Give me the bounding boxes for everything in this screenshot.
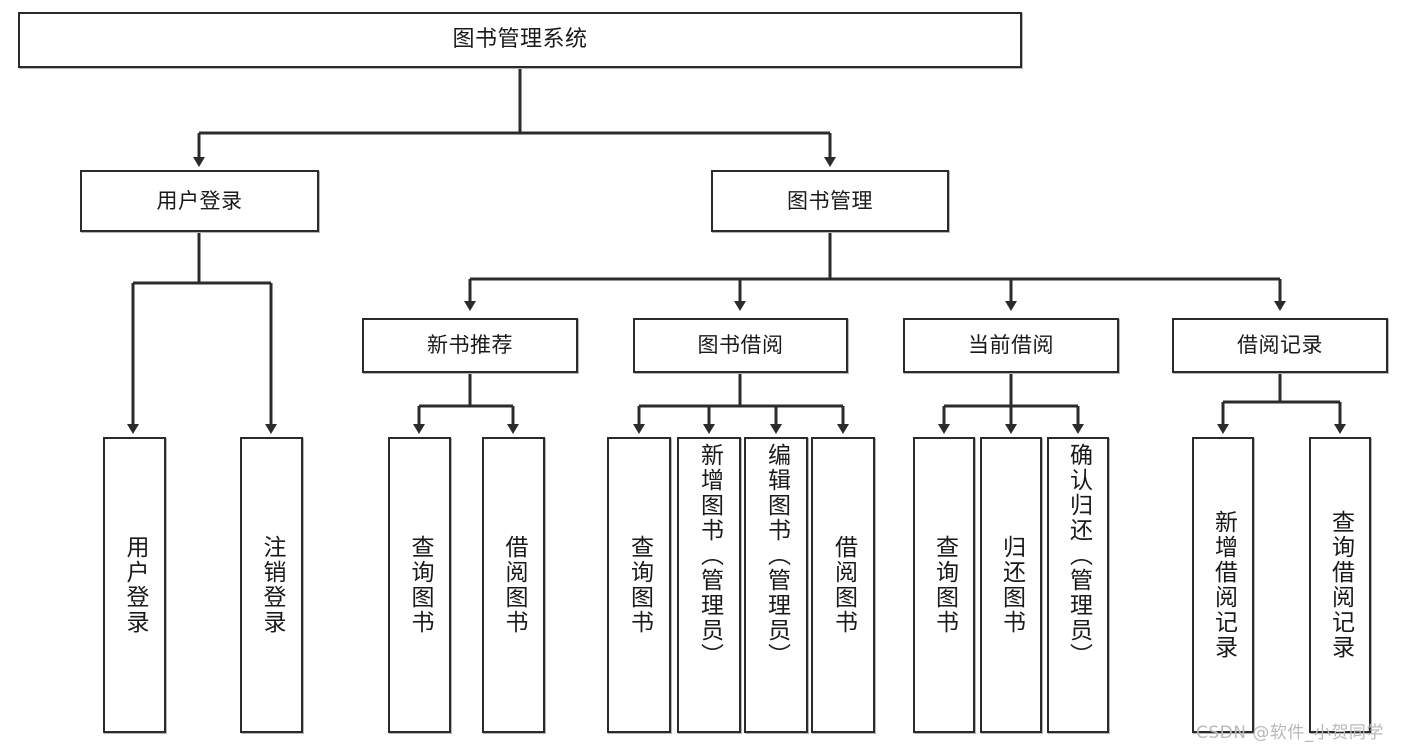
leaf-query-book-borrow[interactable]: 查询图书 xyxy=(607,437,671,733)
node-label: 新书推荐 xyxy=(427,333,513,358)
node-label: 查询图书 xyxy=(931,535,958,635)
watermark-text: CSDN @软件_小贺同学 xyxy=(1196,723,1384,743)
leaf-query-borrow-record[interactable]: 查询借阅记录 xyxy=(1309,437,1371,733)
leaf-add-borrow-record[interactable]: 新增借阅记录 xyxy=(1192,437,1254,733)
leaf-borrow-book[interactable]: 借阅图书 xyxy=(811,437,875,733)
leaf-add-book-admin[interactable]: 新增图书（管理员） xyxy=(677,437,741,733)
leaf-query-book-current[interactable]: 查询图书 xyxy=(913,437,975,733)
node-label: 借阅图书 xyxy=(501,535,527,635)
node-label: 用户登录 xyxy=(156,188,243,213)
node-book-management[interactable]: 图书管理 xyxy=(711,170,949,232)
node-label: 注销登录 xyxy=(259,535,285,635)
leaf-user-logout[interactable]: 注销登录 xyxy=(240,437,303,733)
node-book-borrow[interactable]: 图书借阅 xyxy=(633,318,848,373)
node-label: 新增借阅记录 xyxy=(1210,510,1237,660)
leaf-user-login[interactable]: 用户登录 xyxy=(103,437,166,733)
node-label: 图书管理 xyxy=(787,188,873,213)
leaf-borrow-book-recommend[interactable]: 借阅图书 xyxy=(482,437,545,733)
node-label: 查询借阅记录 xyxy=(1327,510,1354,660)
node-label: 当前借阅 xyxy=(968,333,1054,358)
leaf-return-book[interactable]: 归还图书 xyxy=(980,437,1042,733)
node-label: 查询图书 xyxy=(407,535,433,635)
node-label: 图书管理系统 xyxy=(452,27,588,53)
node-label: 归还图书 xyxy=(998,535,1025,635)
node-user-login[interactable]: 用户登录 xyxy=(80,170,319,232)
node-label: 用户登录 xyxy=(122,535,148,635)
node-label: 借阅记录 xyxy=(1237,333,1323,358)
node-root-book-management-system[interactable]: 图书管理系统 xyxy=(18,12,1022,68)
node-label: 编辑图书（管理员） xyxy=(763,443,790,668)
node-current-borrow[interactable]: 当前借阅 xyxy=(903,318,1119,373)
leaf-edit-book-admin[interactable]: 编辑图书（管理员） xyxy=(744,437,808,733)
node-label: 查询图书 xyxy=(626,535,653,635)
node-label: 图书借阅 xyxy=(697,333,784,358)
node-borrow-record[interactable]: 借阅记录 xyxy=(1172,318,1388,373)
node-new-book-recommend[interactable]: 新书推荐 xyxy=(362,318,578,373)
leaf-query-book-recommend[interactable]: 查询图书 xyxy=(388,437,451,733)
node-label: 新增图书（管理员） xyxy=(696,443,723,668)
node-label: 确认归还（管理员） xyxy=(1065,443,1092,668)
leaf-confirm-return-admin[interactable]: 确认归还（管理员） xyxy=(1047,437,1109,733)
node-label: 借阅图书 xyxy=(830,535,857,635)
